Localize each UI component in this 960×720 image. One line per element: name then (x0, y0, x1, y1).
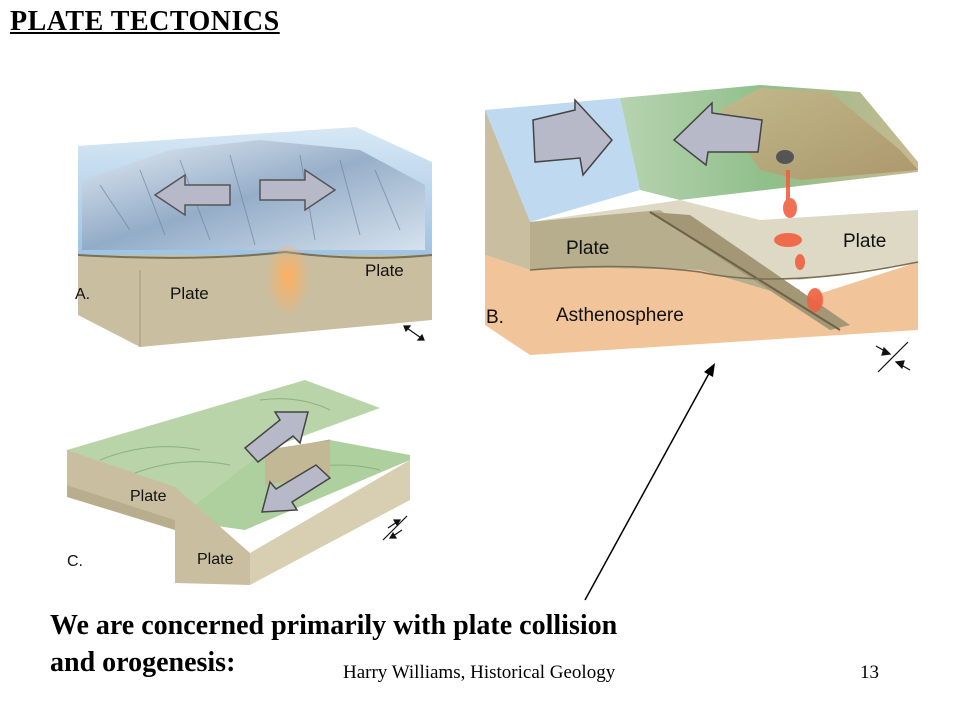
diagram-b-asthenosphere-label: Asthenosphere (556, 305, 684, 326)
diagram-a-arrow-left (153, 173, 231, 217)
diagram-c-arrow-down (261, 464, 332, 513)
diagram-c-transform: Plate Plate C. (67, 380, 410, 585)
diagram-a-divergent: A. Plate Plate (75, 127, 433, 347)
diagram-c-crust-front (175, 487, 250, 585)
diagram-b-subducting-slab (650, 212, 850, 330)
caption-pointer-arrow (584, 363, 715, 601)
footer-credit: Harry Williams, Historical Geology (343, 662, 616, 683)
diagram-b-convergent: Plate Plate Asthenosphere B. (485, 85, 919, 373)
diagram-b-motion-symbol (875, 341, 911, 373)
diagram-b-magma (774, 170, 823, 312)
diagram-b-asthenosphere (485, 255, 918, 355)
diagram-b-letter: B. (486, 307, 504, 328)
diagram-a-plate-right-label: Plate (365, 261, 404, 280)
caption-line-1: We are concerned primarily with plate co… (50, 610, 618, 641)
diagram-b-mountains (720, 88, 918, 180)
diagram-a-magma (266, 245, 310, 325)
diagram-b-arrow-left (672, 101, 763, 167)
diagram-a-motion-symbol (403, 325, 425, 341)
diagram-b-volcano (776, 150, 794, 164)
diagram-a-crust (78, 255, 432, 347)
diagram-b-arrow-right (532, 98, 613, 177)
diagram-c-plate-bottom-label: Plate (197, 551, 234, 568)
slide-title: PLATE TECTONICS (10, 6, 280, 37)
caption: We are concerned primarily with plate co… (50, 607, 617, 681)
diagram-a-arrow-right (259, 168, 337, 212)
page-number: 13 (860, 662, 879, 683)
diagram-a-plate-left-label: Plate (170, 284, 209, 303)
diagram-c-motion-symbol (382, 515, 408, 541)
caption-line-2: and orogenesis: (50, 647, 236, 678)
diagram-a-letter: A. (75, 286, 90, 303)
diagram-a-seafloor-relief (82, 140, 425, 250)
diagram-b-plate-right-label: Plate (843, 231, 886, 252)
diagram-b-plate-left-label: Plate (566, 238, 609, 259)
diagram-c-letter: C. (67, 553, 83, 570)
diagram-c-plate-top-label: Plate (130, 488, 167, 505)
diagram-c-arrow-up (243, 411, 309, 464)
